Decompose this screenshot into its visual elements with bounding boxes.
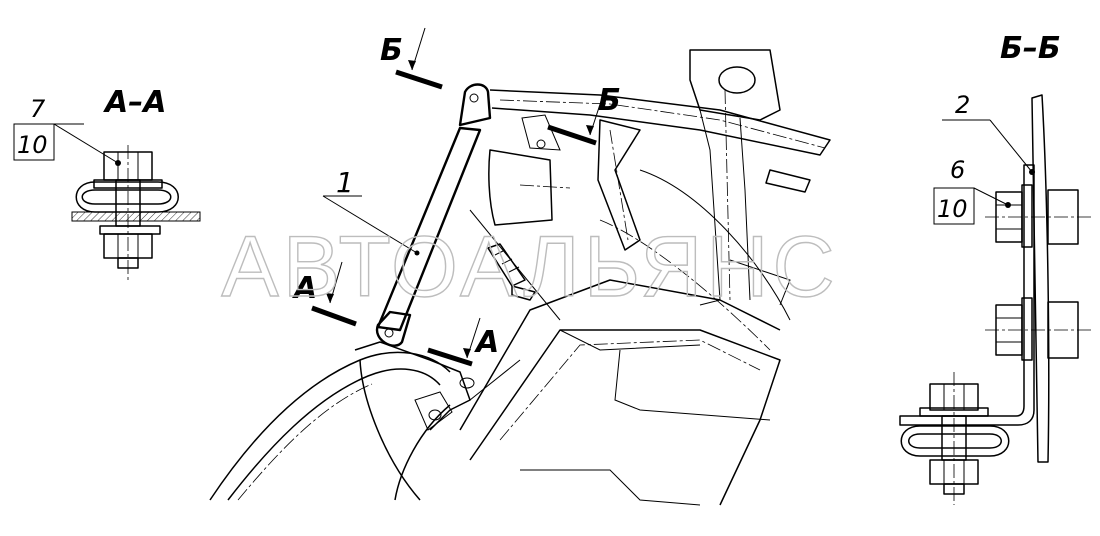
main-view: Б Б А А 1 — [209, 27, 831, 506]
cut-mark-b-right: Б — [598, 83, 621, 118]
aa-bolt-assembly — [71, 145, 201, 282]
cut-mark-a-right: А — [474, 325, 499, 360]
cut-plane-a-left: А — [292, 261, 357, 327]
cut-mark-a-left: А — [292, 271, 317, 306]
callout-7-label: 7 — [30, 95, 46, 123]
callout-1: 1 — [322, 166, 418, 254]
cut-mark-b-left: Б — [380, 33, 403, 68]
section-aa: А–А 7 10 — [13, 85, 201, 282]
bb-upper-bolt — [985, 184, 1092, 248]
callout-7-qty-box — [13, 123, 55, 161]
callout-1-label: 1 — [336, 166, 354, 199]
callout-6: 6 10 — [933, 156, 1011, 225]
bb-bracket — [899, 164, 1035, 426]
callout-6-qty: 10 — [937, 195, 968, 223]
callout-2: 2 — [942, 91, 1035, 175]
callout-6-qty-box — [933, 187, 975, 225]
callout-2-label: 2 — [955, 91, 970, 119]
fender-panel — [209, 279, 781, 506]
section-bb-title: Б–Б — [1000, 31, 1061, 66]
cut-plane-a-right: А — [427, 317, 499, 367]
adjuster-bolt — [469, 209, 561, 321]
section-bb: Б–Б — [899, 31, 1092, 505]
callout-6-label: 6 — [950, 156, 965, 184]
section-aa-title: А–А — [103, 85, 166, 120]
cab-frame — [489, 49, 831, 351]
callout-7: 7 10 — [13, 95, 121, 166]
cut-plane-b-right: Б — [547, 83, 621, 146]
cut-plane-b-left: Б — [380, 27, 443, 90]
bb-lower-bolt — [900, 372, 1010, 505]
lamp — [488, 114, 571, 226]
strut-rod — [375, 83, 492, 347]
watermark-text: АВТОАЛЬЯНС — [221, 219, 838, 315]
callout-7-qty: 10 — [17, 131, 48, 159]
bb-middle-bolt — [985, 297, 1092, 361]
